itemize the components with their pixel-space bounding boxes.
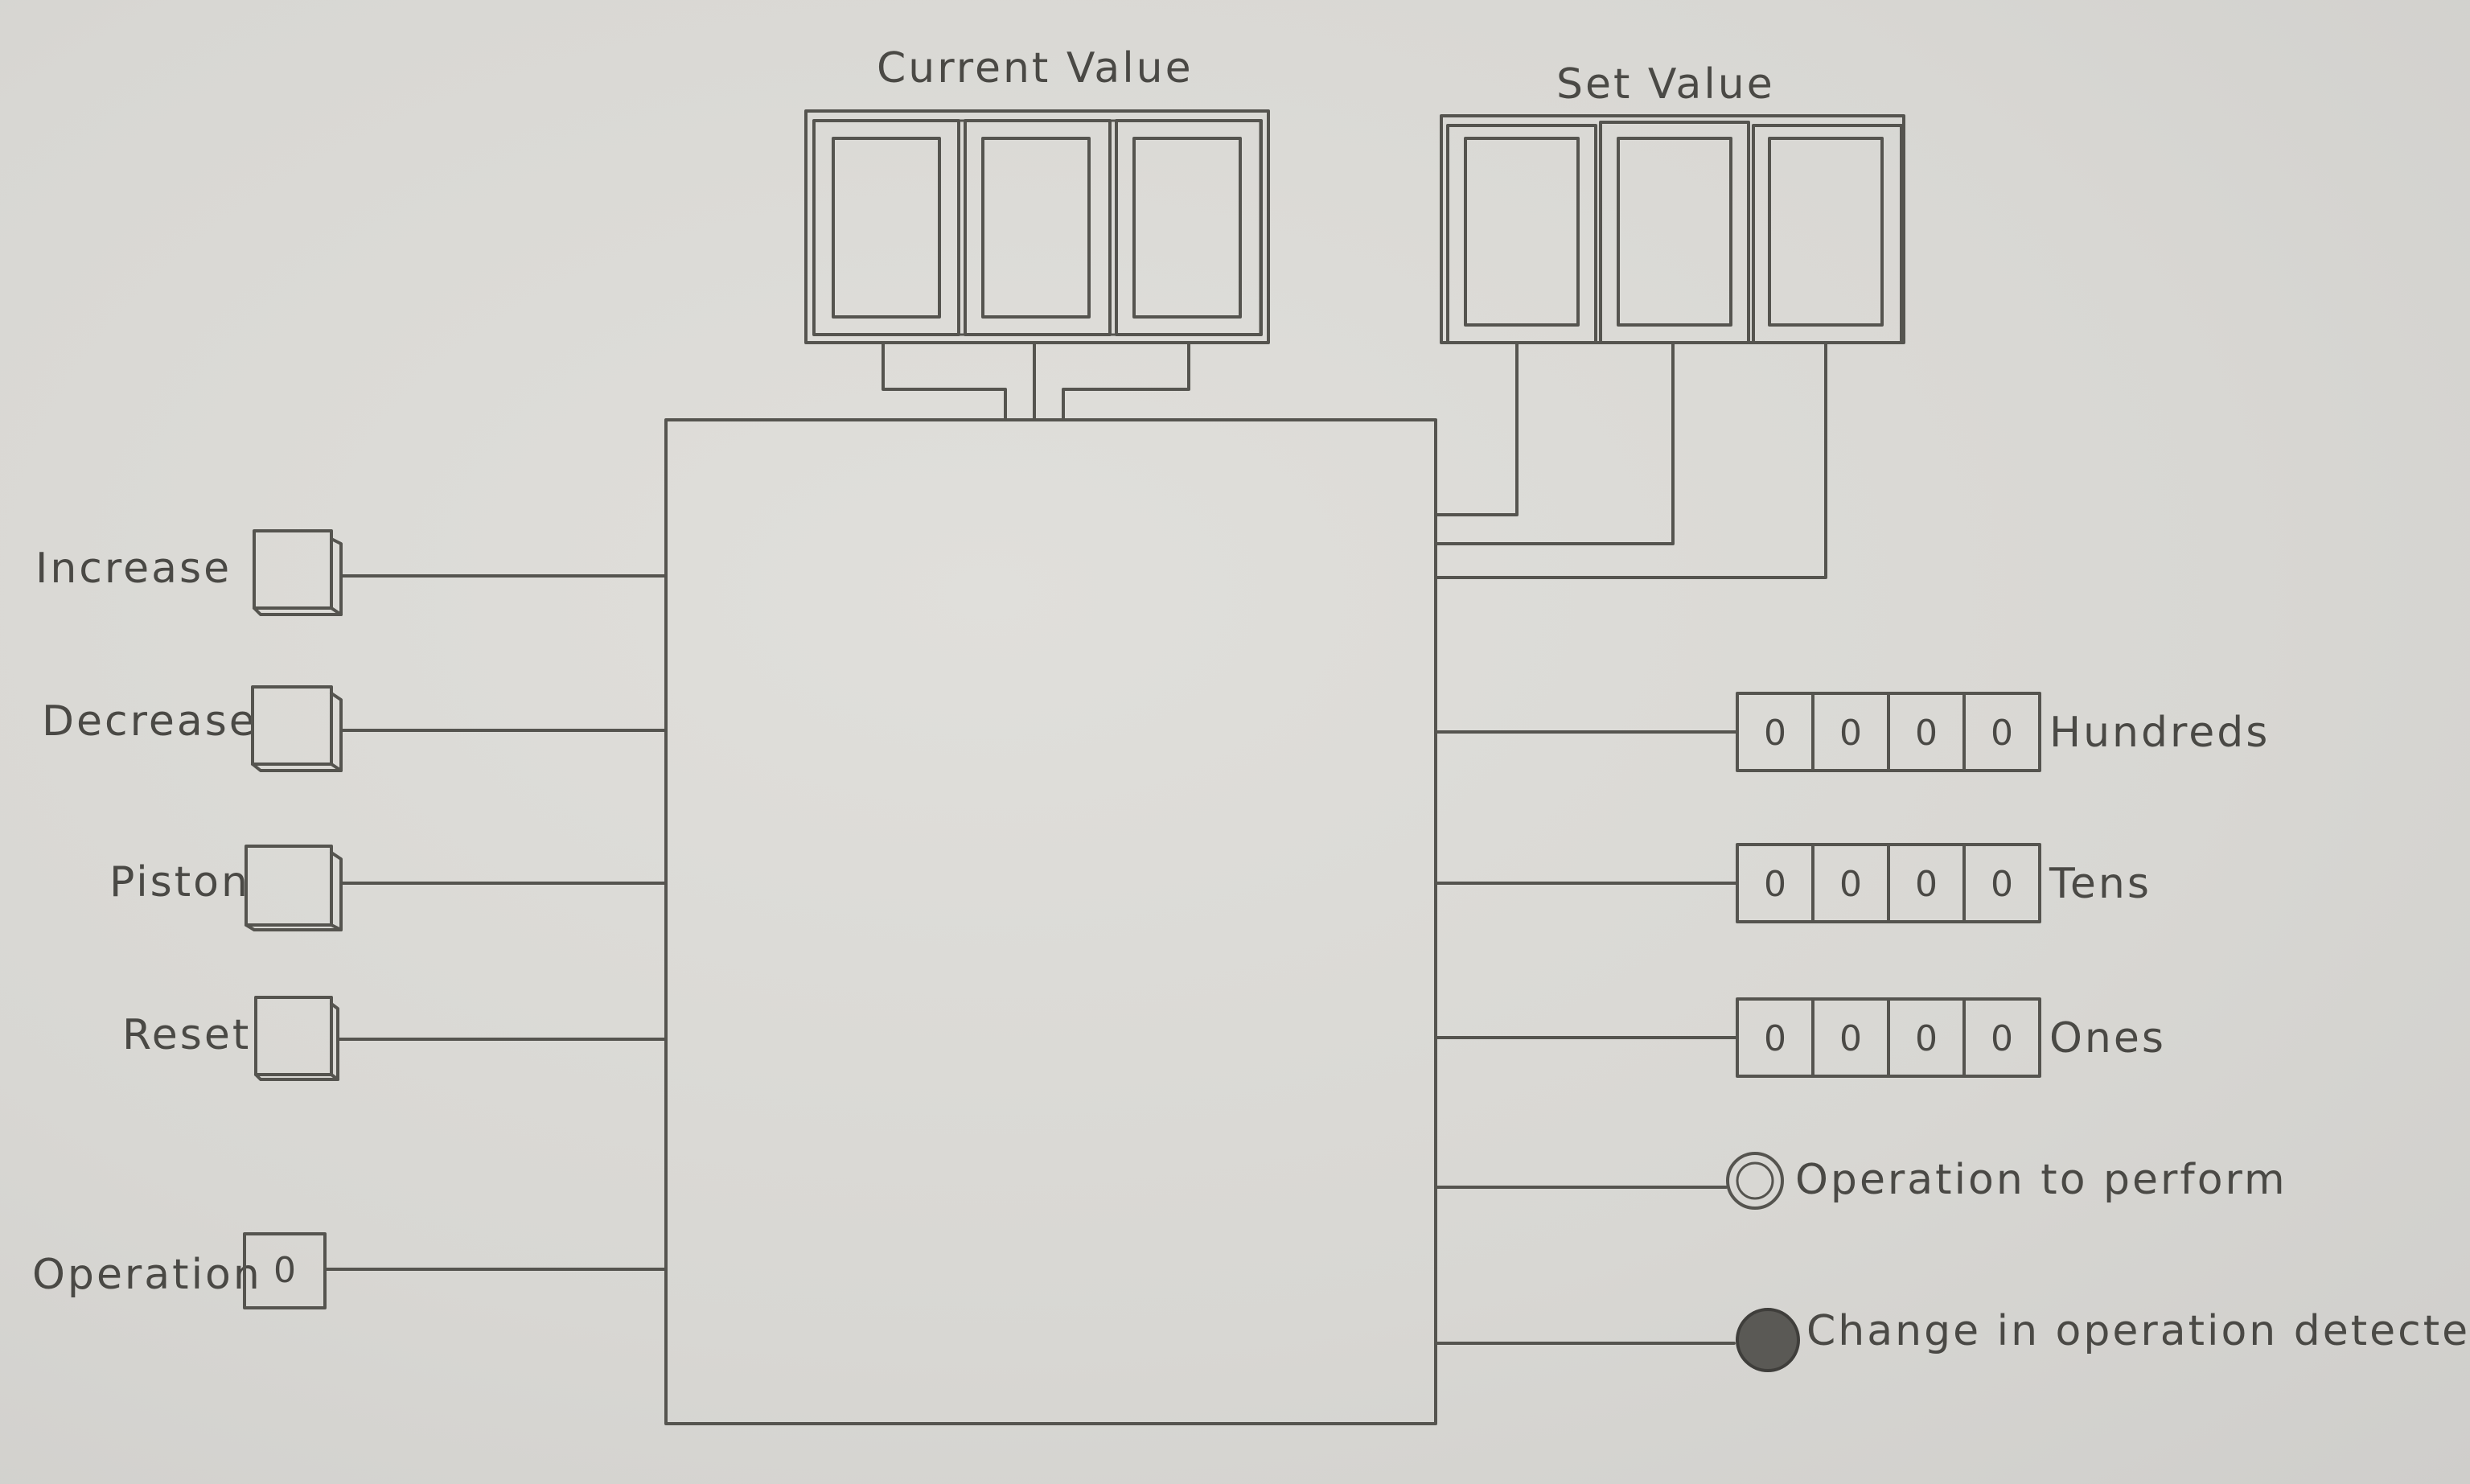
led-value: 0 [1839,713,1862,754]
set-value-display [1440,114,1905,344]
led-row-label: Hundreds [2049,709,2270,757]
increase-button[interactable] [253,529,343,616]
set-value-digit-2 [1599,121,1750,344]
change-detected-indicator [1736,1308,1800,1372]
current-value-wires [882,341,1190,421]
operation-input-value: 0 [273,1250,296,1291]
led-row-label: Tens [2049,860,2151,908]
decrease-label: Decrease [42,697,257,746]
operation-label: Operation [32,1251,262,1299]
led-value: 0 [1839,864,1862,905]
reset-button[interactable] [254,996,339,1081]
set-value-digit-1 [1446,124,1597,344]
led-value: 0 [1915,864,1938,905]
operation-to-perform-indicator [1726,1152,1784,1210]
set-value-wires [1434,341,1827,579]
piston-label: Piston [109,858,250,906]
led-value: 0 [1991,864,2013,905]
led-value: 0 [1764,1018,1786,1059]
set-value-label: Set Value [1556,60,1775,109]
led-value: 0 [1839,1018,1862,1059]
set-value-digit-3 [1752,124,1903,344]
change-detected-label: Change in operation detected [1806,1307,2470,1355]
led-value: 0 [1991,713,2013,754]
led-value: 0 [1991,1018,2013,1059]
reset-label: Reset [122,1011,251,1059]
led-row-tens: 0 0 0 0 Tens [1434,843,2151,923]
led-value: 0 [1915,1018,1938,1059]
current-value-digit-3 [1115,119,1263,336]
led-value: 0 [1764,864,1786,905]
led-row-hundreds: 0 0 0 0 Hundreds [1434,692,2270,772]
operation-to-perform-label: Operation to perform [1795,1156,2287,1204]
led-row-ones: 0 0 0 0 Ones [1434,997,2166,1078]
decrease-button[interactable] [251,685,343,772]
current-value-display [804,109,1270,344]
led-value: 0 [1915,713,1938,754]
increase-label: Increase [35,545,232,593]
controller-box [664,418,1437,1425]
piston-button[interactable] [245,845,343,931]
current-value-digit-1 [812,119,960,336]
led-row-label: Ones [2049,1014,2166,1063]
operation-input[interactable]: 0 [243,1232,327,1309]
current-value-label: Current Value [877,44,1194,92]
led-value: 0 [1764,713,1786,754]
current-value-digit-2 [964,119,1112,336]
